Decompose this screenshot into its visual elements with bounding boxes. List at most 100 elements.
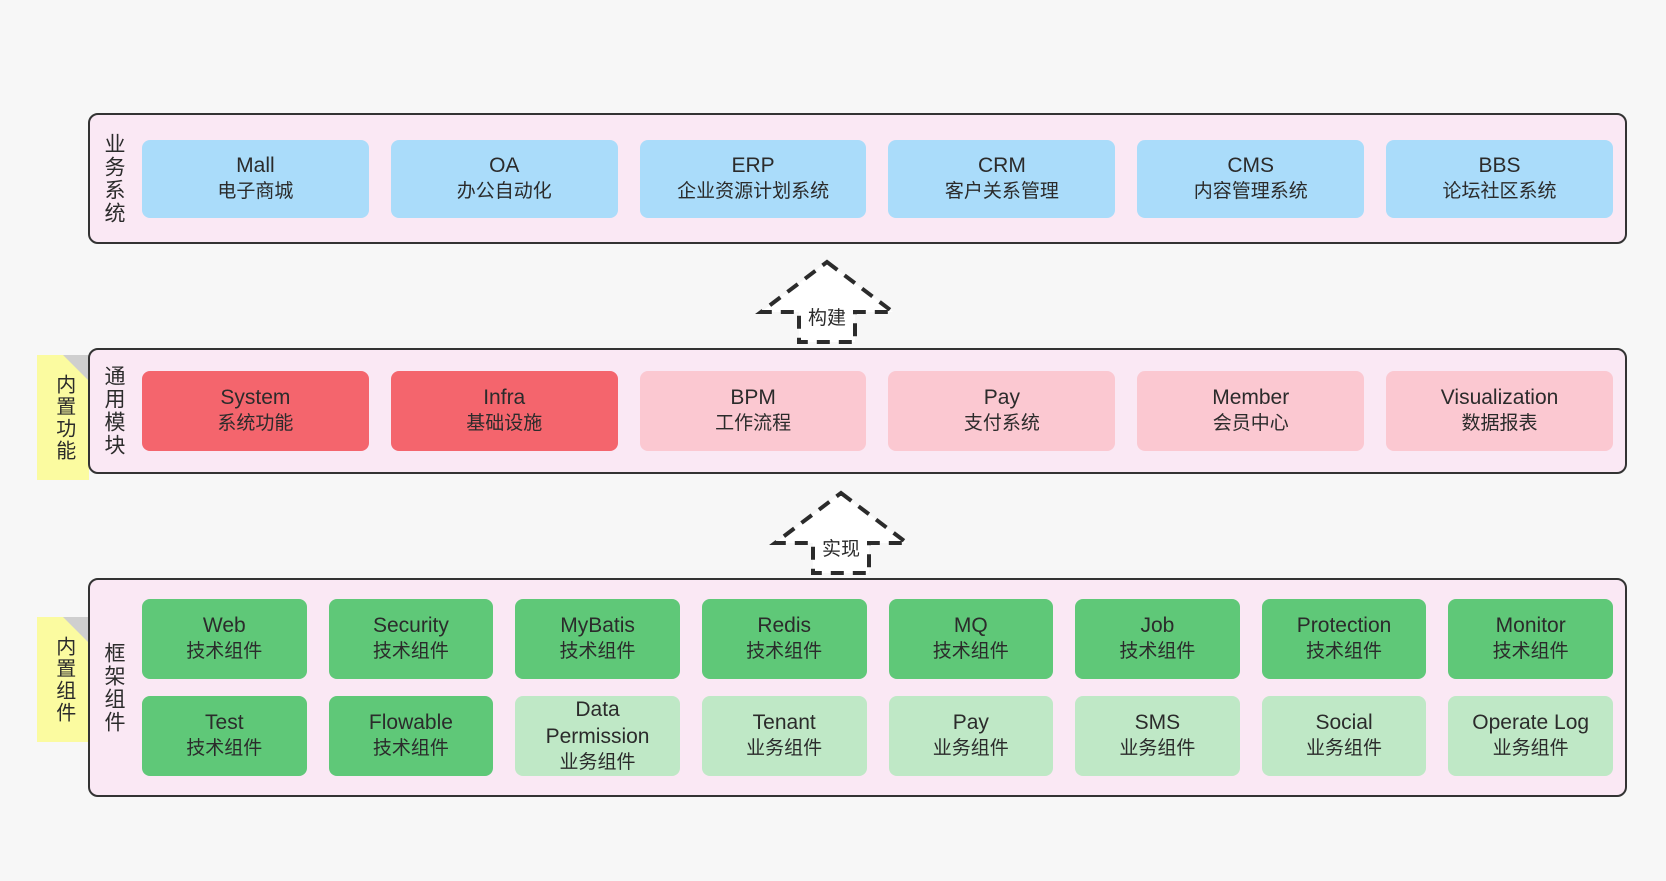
node-job[interactable]: Job 技术组件 [1075,599,1240,679]
node-name: Flowable [368,711,453,735]
node-name: BBS [1478,153,1521,177]
node-row: Web 技术组件 Security 技术组件 MyBatis 技术组件 Redi… [142,599,1613,679]
node-desc: 技术组件 [372,641,449,663]
node-desc: 技术组件 [372,738,449,760]
node-name: MQ [953,614,988,638]
node-operate-log[interactable]: Operate Log 业务组件 [1448,696,1613,776]
node-web[interactable]: Web 技术组件 [142,599,307,679]
node-desc: 技术组件 [932,641,1009,663]
connector-implement-arrow: 实现 [769,489,913,575]
node-name: Pay [983,386,1020,410]
node-name: BPM [730,386,776,410]
node-desc: 会员中心 [1212,413,1289,435]
folded-corner-icon [63,617,89,643]
node-mq[interactable]: MQ 技术组件 [888,599,1054,679]
node-desc: 技术组件 [1492,641,1569,663]
node-row: Test 技术组件 Flowable 技术组件 Data Permission … [142,696,1613,776]
folded-corner-icon [63,355,89,381]
build-arrow-icon [755,259,899,344]
node-desc: 技术组件 [186,641,263,663]
node-desc: 工作流程 [715,413,792,435]
node-infra[interactable]: Infra 基础设施 [390,371,618,451]
layer-title-common-modules: 通用模块 [102,365,126,457]
layer-body-framework-components: Web 技术组件 Security 技术组件 MyBatis 技术组件 Redi… [136,580,1625,795]
node-desc: 系统功能 [217,413,294,435]
node-protection[interactable]: Protection 技术组件 [1261,599,1427,679]
layer-common-modules: 通用模块 System 系统功能 Infra 基础设施 BPM 工作流程 Pay… [88,348,1627,474]
node-name: MyBatis [560,614,635,638]
sticky-note-builtin-function: 内置功能 [37,355,89,480]
node-pay-component[interactable]: Pay 业务组件 [888,696,1054,776]
node-data-permission[interactable]: Data Permission 业务组件 [515,696,680,776]
node-mybatis[interactable]: MyBatis 技术组件 [515,599,680,679]
node-name: Security [373,614,449,638]
node-system[interactable]: System 系统功能 [142,371,369,451]
node-desc: 技术组件 [746,641,823,663]
node-desc: 技术组件 [1306,641,1383,663]
node-desc: 数据报表 [1461,413,1538,435]
node-name: Visualization [1440,386,1559,410]
node-member[interactable]: Member 会员中心 [1137,371,1365,451]
node-name: Operate Log [1472,711,1590,735]
layer-business-systems: 业务系统 Mall 电子商城 OA 办公自动化 ERP 企业资源计划系统 CRM… [88,113,1627,244]
node-name: Redis [757,614,812,638]
node-name: Job [1140,614,1175,638]
node-name: Test [205,711,244,735]
node-row: System 系统功能 Infra 基础设施 BPM 工作流程 Pay 支付系统… [142,371,1613,451]
node-monitor[interactable]: Monitor 技术组件 [1448,599,1613,679]
node-name: Social [1315,711,1373,735]
node-desc: 内容管理系统 [1193,180,1308,202]
node-name: Protection [1296,614,1392,638]
node-desc: 业务组件 [1306,738,1383,760]
node-mall[interactable]: Mall 电子商城 [142,139,369,218]
node-name: Pay [952,711,989,735]
layer-body-business-systems: Mall 电子商城 OA 办公自动化 ERP 企业资源计划系统 CRM 客户关系… [136,115,1625,242]
node-pay-module[interactable]: Pay 支付系统 [888,371,1116,451]
node-desc: 基础设施 [466,413,543,435]
node-social[interactable]: Social 业务组件 [1261,696,1427,776]
node-redis[interactable]: Redis 技术组件 [701,599,867,679]
node-desc: 办公自动化 [456,180,552,202]
node-crm[interactable]: CRM 客户关系管理 [888,139,1116,218]
node-visualization[interactable]: Visualization 数据报表 [1386,371,1613,451]
node-tenant[interactable]: Tenant 业务组件 [701,696,867,776]
implement-arrow-icon [769,490,913,575]
node-name: Mall [236,153,275,177]
node-name: Web [202,614,246,638]
connector-build-arrow: 构建 [755,258,899,344]
layer-title-business-systems: 业务系统 [102,132,126,225]
connector-build-label: 构建 [807,308,846,329]
node-desc: 技术组件 [1119,641,1196,663]
node-erp[interactable]: ERP 企业资源计划系统 [639,139,867,218]
node-desc: 业务组件 [1492,738,1569,760]
node-bbs[interactable]: BBS 论坛社区系统 [1386,139,1613,218]
node-row: Mall 电子商城 OA 办公自动化 ERP 企业资源计划系统 CRM 客户关系… [142,139,1613,218]
node-name: System [220,386,291,410]
layer-body-common-modules: System 系统功能 Infra 基础设施 BPM 工作流程 Pay 支付系统… [136,350,1625,472]
node-name: Monitor [1495,614,1566,638]
node-name: Infra [483,386,526,410]
node-desc: 电子商城 [217,180,294,202]
node-desc: 支付系统 [963,413,1040,435]
node-name: CRM [977,153,1026,177]
sticky-note-label: 内置组件 [52,635,75,724]
node-name: Tenant [752,711,816,735]
node-security[interactable]: Security 技术组件 [328,599,494,679]
node-desc: 论坛社区系统 [1442,180,1557,202]
connector-implement-label: 实现 [821,539,860,560]
node-test[interactable]: Test 技术组件 [142,696,307,776]
node-cms[interactable]: CMS 内容管理系统 [1137,139,1365,218]
node-sms[interactable]: SMS 业务组件 [1075,696,1240,776]
node-desc: 技术组件 [186,738,263,760]
node-desc: 业务组件 [746,738,823,760]
node-oa[interactable]: OA 办公自动化 [390,139,618,218]
node-desc: 技术组件 [559,641,636,663]
node-bpm[interactable]: BPM 工作流程 [639,371,867,451]
node-name: ERP [731,153,775,177]
node-name: OA [489,153,520,177]
layer-framework-components: 框架组件 Web 技术组件 Security 技术组件 MyBatis 技术组件… [88,578,1627,797]
node-flowable[interactable]: Flowable 技术组件 [328,696,494,776]
sticky-note-label: 内置功能 [52,373,75,462]
node-desc: 业务组件 [932,738,1009,760]
